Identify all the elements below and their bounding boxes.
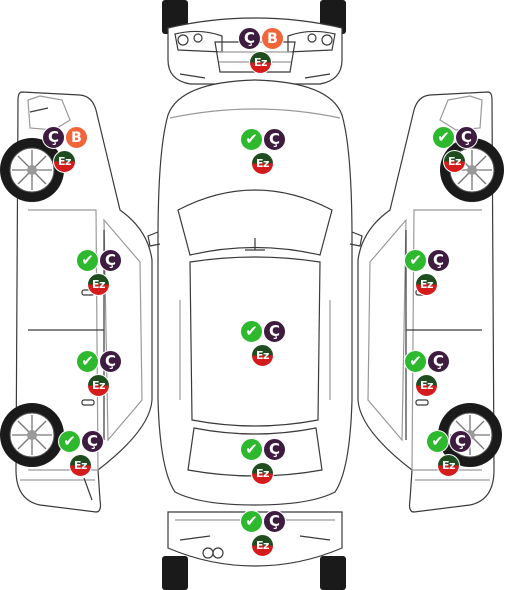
front-bumper-ezik-marker[interactable]: Ez (249, 51, 272, 74)
left-side-view (15, 91, 153, 513)
left-rear-fender-ezik-marker[interactable]: Ez (69, 454, 92, 477)
cizik-glyph: Ç (454, 432, 466, 450)
ezik-glyph: Ez (256, 349, 269, 362)
check-glyph: ✔ (437, 128, 450, 146)
check-glyph: ✔ (245, 322, 258, 340)
check-glyph: ✔ (409, 352, 422, 370)
right-front-fender-cizik-marker[interactable]: Ç (455, 126, 478, 149)
ezik-glyph: Ez (420, 278, 433, 291)
rear-bumper-check-marker[interactable]: ✔ (240, 510, 263, 533)
right-rear-door-ezik-marker[interactable]: Ez (415, 374, 438, 397)
check-glyph: ✔ (81, 352, 94, 370)
left-rear-door-check-marker[interactable]: ✔ (76, 350, 99, 373)
left-front-wheel-icon (0, 138, 64, 202)
left-front-door-cizik-marker[interactable]: Ç (99, 249, 122, 272)
rear-right-tire-icon (320, 556, 346, 590)
right-rear-fender-ezik-marker[interactable]: Ez (437, 454, 460, 477)
front-bumper-cizik-marker[interactable]: Ç (238, 27, 261, 50)
cizik-glyph: Ç (432, 251, 444, 269)
trunk-ezik-marker[interactable]: Ez (251, 462, 274, 485)
roof-cizik-marker[interactable]: Ç (263, 320, 286, 343)
ezik-glyph: Ez (420, 379, 433, 392)
left-rear-door-ezik-marker[interactable]: Ez (87, 374, 110, 397)
cizik-glyph: Ç (104, 352, 116, 370)
right-rear-fender-check-marker[interactable]: ✔ (426, 430, 449, 453)
roof-check-marker[interactable]: ✔ (240, 320, 263, 343)
cizik-glyph: Ç (432, 352, 444, 370)
hood-ezik-marker[interactable]: Ez (251, 152, 274, 175)
left-front-door-check-marker[interactable]: ✔ (76, 249, 99, 272)
cizik-glyph: Ç (268, 440, 280, 458)
cizik-glyph: Ç (104, 251, 116, 269)
cizik-glyph: Ç (268, 322, 280, 340)
check-glyph: ✔ (245, 130, 258, 148)
rear-view (162, 511, 346, 590)
ezik-glyph: Ez (256, 157, 269, 170)
ezik-glyph: Ez (448, 155, 461, 168)
rear-left-tire-icon (162, 556, 188, 590)
roof-ezik-marker[interactable]: Ez (251, 344, 274, 367)
boya-glyph: B (71, 129, 82, 146)
check-glyph: ✔ (409, 251, 422, 269)
ezik-glyph: Ez (92, 278, 105, 291)
check-glyph: ✔ (245, 512, 258, 530)
check-glyph: ✔ (245, 440, 258, 458)
hood-check-marker[interactable]: ✔ (240, 128, 263, 151)
cizik-glyph: Ç (47, 128, 59, 146)
hood-cizik-marker[interactable]: Ç (263, 128, 286, 151)
ezik-glyph: Ez (442, 459, 455, 472)
trunk-check-marker[interactable]: ✔ (240, 438, 263, 461)
ezik-glyph: Ez (256, 467, 269, 480)
cizik-glyph: Ç (243, 29, 255, 47)
left-rear-fender-check-marker[interactable]: ✔ (58, 430, 81, 453)
cizik-glyph: Ç (268, 130, 280, 148)
trunk-cizik-marker[interactable]: Ç (263, 438, 286, 461)
right-rear-fender-cizik-marker[interactable]: Ç (449, 430, 472, 453)
check-glyph: ✔ (431, 432, 444, 450)
ezik-glyph: Ez (254, 56, 267, 69)
left-rear-door-cizik-marker[interactable]: Ç (99, 350, 122, 373)
rear-bumper-ezik-marker[interactable]: Ez (251, 534, 274, 557)
right-front-door-cizik-marker[interactable]: Ç (427, 249, 450, 272)
right-rear-door-check-marker[interactable]: ✔ (404, 350, 427, 373)
left-front-fender-ezik-marker[interactable]: Ez (53, 150, 76, 173)
right-front-fender-check-marker[interactable]: ✔ (432, 126, 455, 149)
left-front-fender-boya-marker[interactable]: B (65, 126, 88, 149)
check-glyph: ✔ (81, 251, 94, 269)
front-bumper-boya-marker[interactable]: B (261, 27, 284, 50)
ezik-glyph: Ez (256, 539, 269, 552)
ezik-glyph: Ez (74, 459, 87, 472)
right-rear-door-cizik-marker[interactable]: Ç (427, 350, 450, 373)
right-front-door-check-marker[interactable]: ✔ (404, 249, 427, 272)
check-glyph: ✔ (63, 432, 76, 450)
ezik-glyph: Ez (92, 379, 105, 392)
top-view (147, 79, 363, 506)
cizik-glyph: Ç (268, 512, 280, 530)
right-front-door-ezik-marker[interactable]: Ez (415, 273, 438, 296)
cizik-glyph: Ç (460, 128, 472, 146)
left-rear-wheel-icon (0, 403, 64, 467)
rear-bumper-cizik-marker[interactable]: Ç (263, 510, 286, 533)
right-front-fender-ezik-marker[interactable]: Ez (443, 150, 466, 173)
left-front-fender-cizik-marker[interactable]: Ç (42, 126, 65, 149)
ezik-glyph: Ez (58, 155, 71, 168)
left-front-door-ezik-marker[interactable]: Ez (87, 273, 110, 296)
boya-glyph: B (267, 30, 278, 47)
cizik-glyph: Ç (86, 432, 98, 450)
left-rear-fender-cizik-marker[interactable]: Ç (81, 430, 104, 453)
